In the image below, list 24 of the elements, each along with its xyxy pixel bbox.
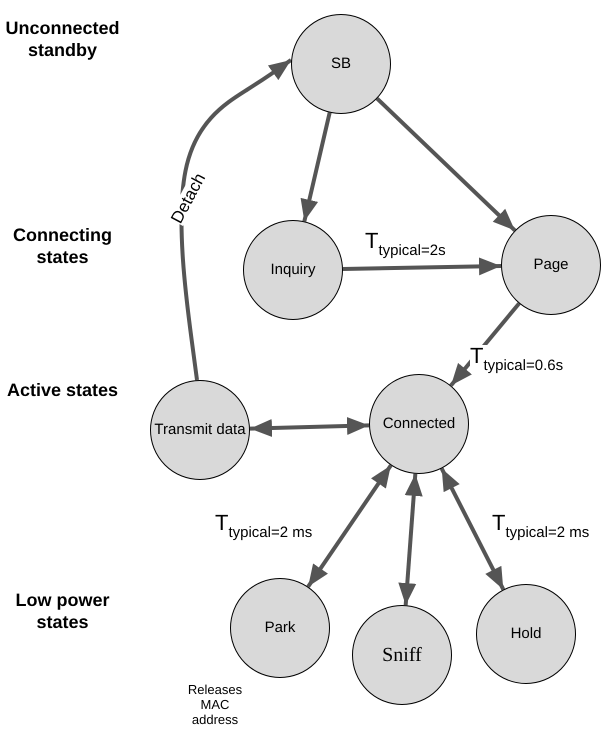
state-label: Page <box>533 256 569 274</box>
arrow <box>250 416 370 438</box>
edge-label: T$_{typical=0.6s}$ <box>470 345 564 373</box>
state-label: SB <box>330 54 351 74</box>
state-label: Inquiry <box>270 260 316 280</box>
edge-label: T$_{typical=2 ms}$ <box>492 512 590 540</box>
state-label: Hold <box>510 624 542 644</box>
edge-label: T$_{typical=2 ms}$ <box>215 512 312 540</box>
arrow <box>440 468 506 590</box>
arrow <box>376 97 516 232</box>
state-label: Transmit data <box>154 420 246 440</box>
tier-label: Connecting states <box>12 225 113 268</box>
state-label: Park <box>264 618 296 638</box>
state-label: Sniff <box>382 642 422 668</box>
arrow <box>342 257 502 276</box>
tier-label: Low power states <box>14 590 110 634</box>
arrow <box>300 112 332 222</box>
node-note: Releases MAC address <box>186 683 244 728</box>
arrow <box>398 474 423 606</box>
state-label: Connected <box>382 414 456 434</box>
tier-label: Unconnected standby <box>4 18 120 62</box>
arrow <box>306 464 392 588</box>
edge-label: T$_{typical=2s}$ <box>365 230 446 258</box>
tier-label: Active states <box>6 380 120 402</box>
